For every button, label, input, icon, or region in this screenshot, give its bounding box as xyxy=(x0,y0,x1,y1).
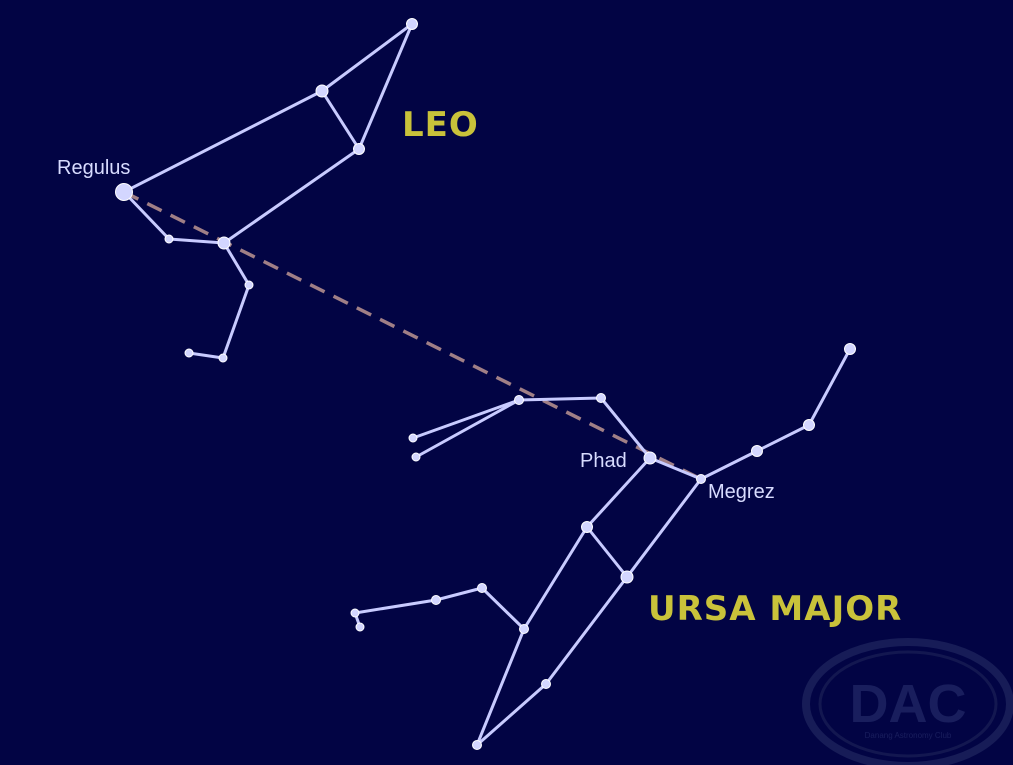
star xyxy=(519,624,529,634)
label-regulus: Regulus xyxy=(57,157,130,179)
star xyxy=(244,280,254,290)
star-phad xyxy=(643,451,657,465)
leo-stars xyxy=(115,18,418,363)
star xyxy=(541,679,551,689)
star xyxy=(355,622,365,632)
label-ursa-major: URSA MAJOR xyxy=(648,589,902,629)
star xyxy=(803,419,815,431)
dac-watermark: DAC Danang Astronomy Club xyxy=(802,638,1013,765)
star xyxy=(408,433,418,443)
star xyxy=(620,570,634,584)
label-leo: LEO xyxy=(402,105,479,145)
watermark-subtitle: Danang Astronomy Club xyxy=(865,731,952,740)
star xyxy=(164,234,174,244)
leo-lines xyxy=(122,22,414,360)
star xyxy=(431,595,441,605)
ursa-major-lines xyxy=(353,347,852,747)
star xyxy=(217,236,231,250)
star xyxy=(406,18,418,30)
star xyxy=(218,353,228,363)
star xyxy=(472,740,482,750)
star xyxy=(350,608,360,618)
star xyxy=(514,395,524,405)
star xyxy=(581,521,593,533)
watermark-logo: DAC xyxy=(850,674,967,734)
star xyxy=(477,583,487,593)
star xyxy=(411,452,421,462)
star-megrez xyxy=(696,474,706,484)
ursa-major-stars xyxy=(350,343,856,750)
star-regulus xyxy=(115,183,133,201)
star xyxy=(315,84,329,98)
label-phad: Phad xyxy=(580,450,627,472)
star xyxy=(751,445,763,457)
star xyxy=(353,143,365,155)
star xyxy=(184,348,194,358)
star xyxy=(844,343,856,355)
label-megrez: Megrez xyxy=(708,481,775,503)
star xyxy=(596,393,606,403)
